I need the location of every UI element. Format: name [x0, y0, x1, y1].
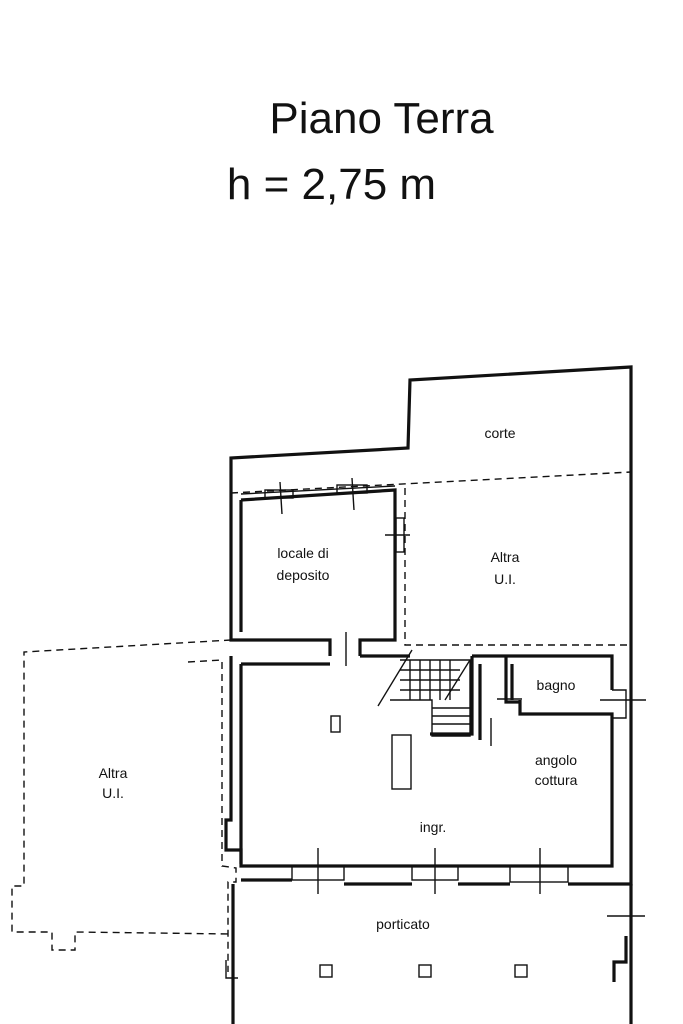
window-symbol: [264, 489, 294, 499]
courtyard-outline: [229, 365, 633, 494]
label-corte: corte: [484, 425, 515, 441]
plan-title: Piano Terra: [269, 94, 494, 143]
label-angolo-1: angolo: [535, 752, 577, 768]
pillar-symbol: [514, 964, 528, 978]
label-altra-ui-right-2: U.I.: [494, 571, 516, 587]
pillar-symbol: [319, 964, 333, 978]
label-bagno: bagno: [537, 677, 576, 693]
label-ingresso: ingr.: [420, 819, 446, 835]
label-altra-ui-right-1: Altra: [491, 549, 520, 565]
pillar-symbol: [418, 964, 432, 978]
label-altra-ui-left-2: U.I.: [102, 785, 124, 801]
staircase: [377, 649, 471, 737]
adjacent-unit-left: [11, 639, 237, 972]
label-deposito-2: deposito: [277, 567, 330, 583]
ceiling-height-note: h = 2,75 m: [226, 160, 437, 209]
front-opening: [509, 865, 569, 883]
label-angolo-2: cottura: [535, 772, 578, 788]
column-symbol: [330, 715, 341, 733]
storage-room-walls: [229, 477, 410, 666]
portico: [225, 884, 645, 1024]
label-porticato: porticato: [376, 916, 430, 932]
label-deposito-1: locale di: [277, 545, 328, 561]
label-altra-ui-left-1: Altra: [99, 765, 128, 781]
table-symbol: [391, 734, 412, 790]
